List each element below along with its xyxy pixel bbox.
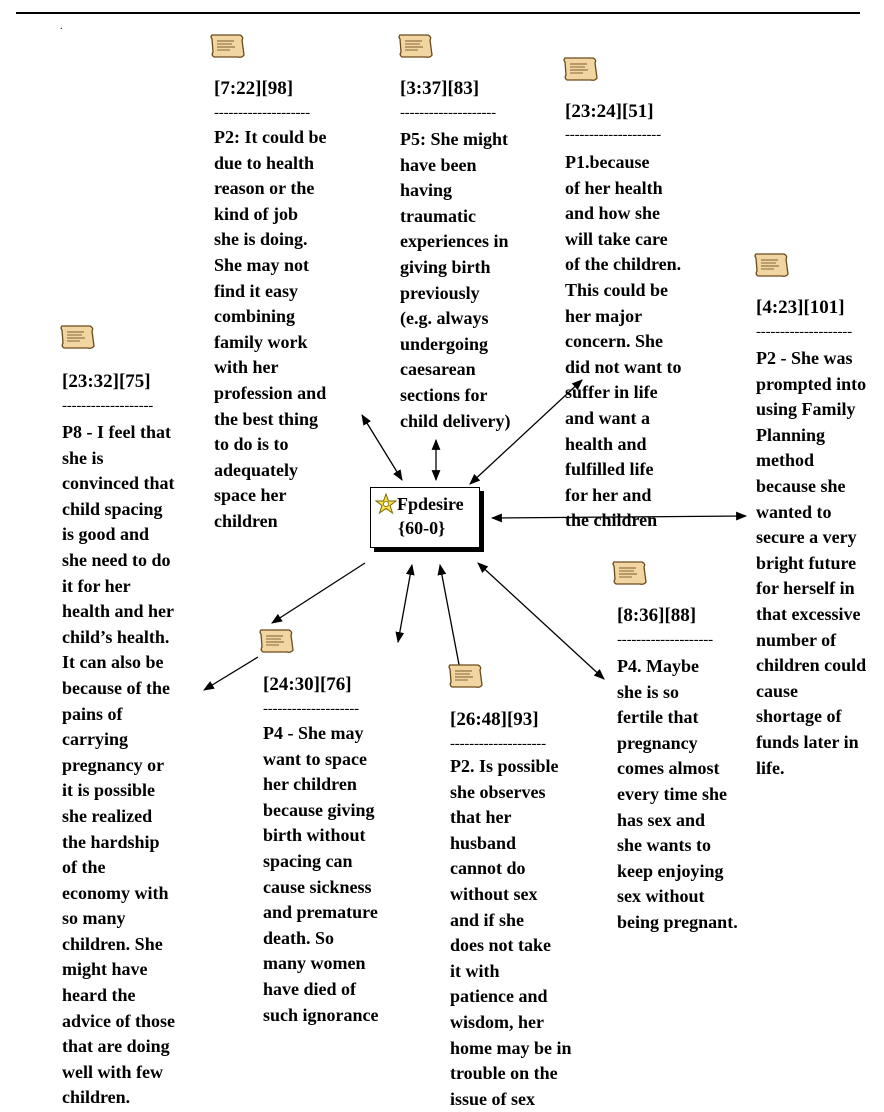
memo-separator: -------------------- <box>263 702 359 717</box>
memo-note-icon <box>398 34 433 58</box>
memo-note-icon <box>60 325 95 349</box>
link-4-23 <box>490 511 748 523</box>
memo-separator: ------------------- <box>62 399 154 414</box>
memo-text: P8 - I feel that she is convinced that c… <box>62 422 175 1108</box>
memo-text: P2 - She was prompted into using Family … <box>756 348 867 778</box>
memo-separator: -------------------- <box>400 106 496 121</box>
memo-separator: -------------------- <box>756 325 852 340</box>
memo-id: [4:23][101] <box>756 297 845 318</box>
memo-text: P4. Maybe she is so fertile that pregnan… <box>617 656 738 932</box>
memo-separator: -------------------- <box>450 737 546 752</box>
memo-id: [26:48][93] <box>450 709 539 730</box>
memo-text: P2. Is possible she observes that her hu… <box>450 756 572 1109</box>
memo-note-icon <box>563 57 598 81</box>
code-sparkle-icon <box>375 493 397 515</box>
code-node-fpdesire[interactable]: Fpdesire {60-0} <box>370 487 480 548</box>
memo-id: [23:24][51] <box>565 101 654 122</box>
link-23-32 <box>271 562 366 624</box>
header-rule <box>16 12 860 14</box>
memo-text: P2: It could be due to health reason or … <box>214 127 327 531</box>
memo-text: P4 - She may want to space her children … <box>263 723 379 1025</box>
memo-text: P5: She might have been having traumatic… <box>400 129 511 431</box>
link-24-30 <box>395 563 415 644</box>
memo-separator: -------------------- <box>214 106 310 121</box>
memo-id: [23:32][75] <box>62 371 151 392</box>
memo-id: [8:36][88] <box>617 605 697 626</box>
link-7-22 <box>361 414 403 481</box>
memo-text: P1.because of her health and how she wil… <box>565 152 682 531</box>
corner-mark: . <box>60 21 63 32</box>
memo-note-icon <box>210 34 245 58</box>
link-26-48 <box>437 563 464 677</box>
link-23-24 <box>469 379 583 485</box>
code-name: Fpdesire <box>397 494 464 514</box>
link-23-32-tail <box>203 656 259 691</box>
memo-note-icon <box>754 253 789 277</box>
link-8-36 <box>477 562 605 680</box>
memo-id: [24:30][76] <box>263 674 352 695</box>
code-counts: {60-0} <box>398 518 446 538</box>
memo-note-icon <box>612 561 647 585</box>
memo-id: [3:37][83] <box>400 78 480 99</box>
memo-note-icon <box>259 629 294 653</box>
memo-id: [7:22][98] <box>214 78 294 99</box>
memo-separator: -------------------- <box>565 128 661 143</box>
memo-note-icon <box>448 664 483 688</box>
memo-separator: -------------------- <box>617 633 713 648</box>
